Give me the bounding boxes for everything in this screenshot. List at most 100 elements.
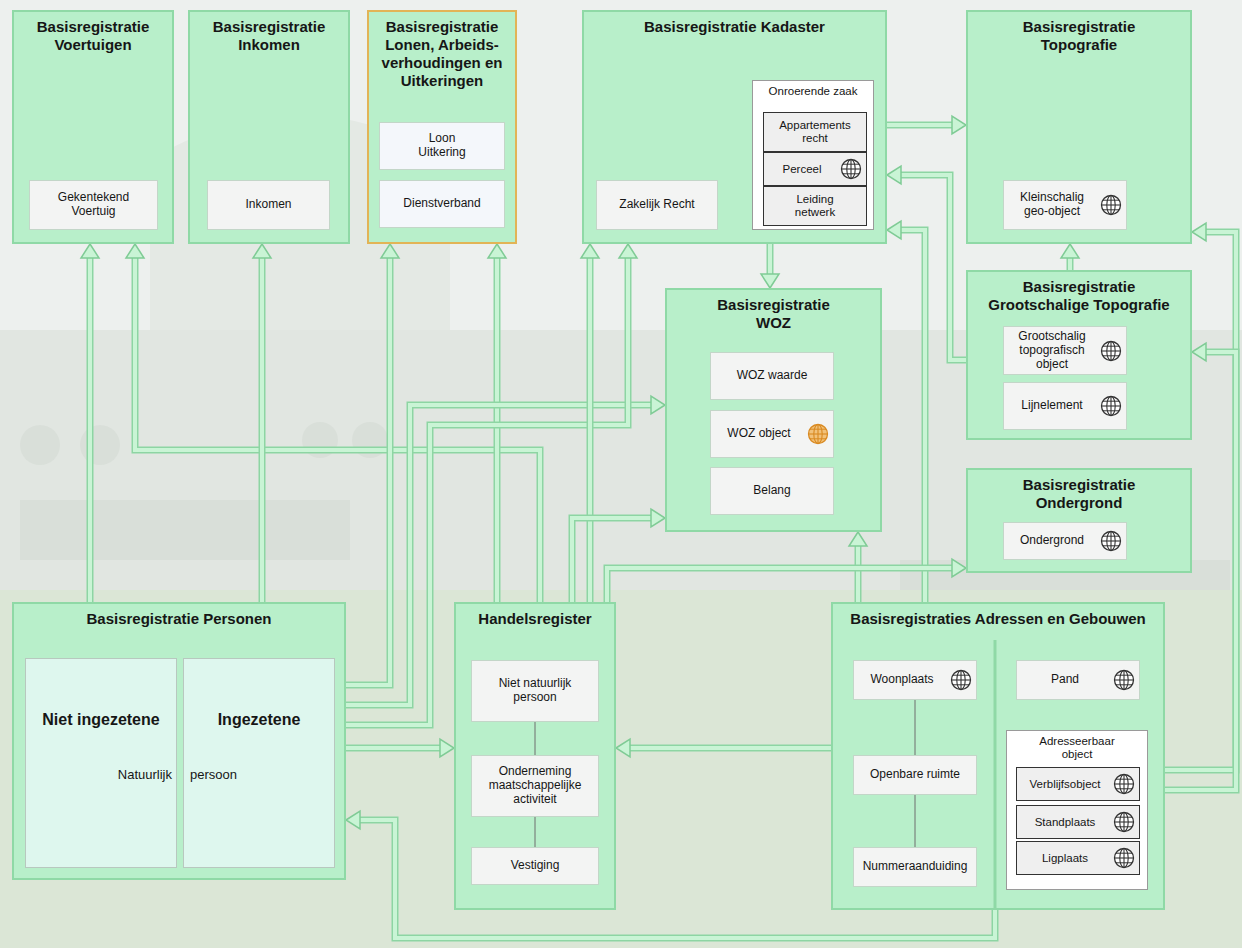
object-label: Niet natuurlijk persoon <box>478 677 592 705</box>
link-line <box>915 795 916 847</box>
object-label: Verblijfsobject <box>1030 778 1101 791</box>
arrow-head <box>887 166 901 184</box>
connector-outline <box>87 256 94 602</box>
globe-icon <box>1100 340 1122 362</box>
connector-line <box>346 746 442 750</box>
background-building <box>0 330 1242 590</box>
arrow-head <box>1061 244 1079 258</box>
connector-outline <box>346 745 442 752</box>
object-box: Ondergrond <box>1003 522 1127 560</box>
link-line <box>535 817 536 847</box>
globe-icon <box>1113 669 1135 691</box>
arrow-head <box>81 244 99 258</box>
group-title: Onroerende zaak <box>753 81 873 98</box>
connector-line <box>88 256 92 602</box>
object-box: Perceel <box>763 152 867 186</box>
arrow-head <box>488 244 506 258</box>
registry-box: Niet natuurlijk persoonOnderneming maats… <box>454 602 616 910</box>
connector <box>1061 244 1079 270</box>
registry-title: Basisregistratie Inkomen <box>190 12 348 54</box>
group-box: Appartements rechtPerceelLeiding netwerk… <box>752 80 874 230</box>
connector-line <box>856 544 860 602</box>
registry-title: Basisregistratie Kadaster <box>584 12 885 36</box>
arrow-head <box>651 509 665 527</box>
connector-line <box>887 123 954 127</box>
arrow-head <box>761 274 779 288</box>
object-box: Onderneming maatschappelijke activiteit <box>471 755 599 817</box>
connector-line <box>628 746 831 750</box>
arrow-head <box>651 396 665 414</box>
registry-title: Basisregistratie Personen <box>14 604 344 628</box>
connector-line <box>346 256 390 685</box>
background-sky <box>0 0 1242 330</box>
object-label: Appartements recht <box>773 119 857 144</box>
connector-line <box>588 256 592 602</box>
link-line <box>535 722 536 755</box>
arrow-head <box>253 244 271 258</box>
object-label: Lijnelement <box>1021 399 1082 413</box>
object-box: Vestiging <box>471 847 599 885</box>
object-label: Woonplaats <box>870 673 933 687</box>
globe-icon <box>807 423 829 445</box>
connector-line <box>899 175 966 360</box>
person-panel: Niet ingezeteneNatuurlijk <box>25 658 177 868</box>
object-label: Openbare ruimte <box>870 768 960 782</box>
connector <box>616 739 831 757</box>
connector <box>346 739 454 757</box>
object-label: Ingezetene <box>184 711 334 729</box>
arrow-head <box>849 532 867 546</box>
object-label: Standplaats <box>1035 816 1096 829</box>
object-label: Niet ingezetene <box>26 711 176 729</box>
globe-icon <box>950 669 972 691</box>
globe-icon <box>1100 395 1122 417</box>
object-label: Nummeraanduiding <box>863 860 968 874</box>
registry-box: WOZ waardeWOZ objectBelangBasisregistrat… <box>665 288 882 532</box>
object-box: Zakelijk Recht <box>596 180 718 230</box>
registry-box: Niet ingezeteneNatuurlijkIngezeteneperso… <box>12 602 346 880</box>
connector-line <box>135 256 540 602</box>
arrow-head <box>346 811 360 829</box>
connector <box>607 559 966 602</box>
object-label: WOZ object <box>727 427 790 441</box>
registry-title: Basisregistraties Adressen en Gebouwen <box>833 604 1163 628</box>
object-box: Belang <box>710 467 834 515</box>
arrow-head <box>381 244 399 258</box>
registry-box: Grootschalig topografisch objectLijnelem… <box>966 270 1192 440</box>
object-box: Niet natuurlijk persoon <box>471 660 599 722</box>
object-label: Perceel <box>783 163 822 176</box>
connector-outline <box>135 256 540 602</box>
object-label: Natuurlijk <box>26 767 176 782</box>
connector-outline <box>855 544 862 602</box>
object-label: Ligplaats <box>1042 852 1088 865</box>
object-label: Leiding netwerk <box>785 193 845 218</box>
background-lawn <box>0 590 1242 948</box>
registry-title: Handelsregister <box>456 604 614 628</box>
registry-title: Basisregistratie Ondergrond <box>995 470 1163 512</box>
registry-title: Basisregistratie Voertuigen <box>14 12 172 54</box>
object-label: Loon Uitkering <box>410 132 474 160</box>
object-label: Kleinschalig geo-object <box>1008 191 1096 219</box>
connector-outline <box>887 122 954 129</box>
object-box: Lijnelement <box>1003 382 1127 430</box>
arrow-head <box>581 244 599 258</box>
object-box: Grootschalig topografisch object <box>1003 326 1127 375</box>
arrow-head <box>126 244 144 258</box>
registry-box: Zakelijk Recht Appartements rechtPerceelL… <box>582 10 887 244</box>
connector-outline <box>767 244 774 276</box>
registry-box: Kleinschalig geo-objectBasisregistratie … <box>966 10 1192 244</box>
object-label: Grootschalig topografisch object <box>1008 330 1096 371</box>
connector-outline <box>259 256 266 602</box>
object-box: Gekentekend Voertuig <box>29 180 158 230</box>
object-box: Loon Uitkering <box>379 122 505 170</box>
registry-box: InkomenBasisregistratie Inkomen <box>188 10 350 244</box>
link-line <box>915 700 916 755</box>
connector-outline <box>607 568 954 602</box>
arrow-head <box>1192 343 1206 361</box>
object-label: Gekentekend Voertuig <box>46 191 142 219</box>
connector-outline <box>628 745 831 752</box>
object-box: Nummeraanduiding <box>853 847 977 887</box>
link-line <box>994 640 997 908</box>
object-label: Pand <box>1051 673 1079 687</box>
person-panel: Ingezetenepersoon <box>183 658 335 868</box>
connector-outline <box>494 256 501 602</box>
